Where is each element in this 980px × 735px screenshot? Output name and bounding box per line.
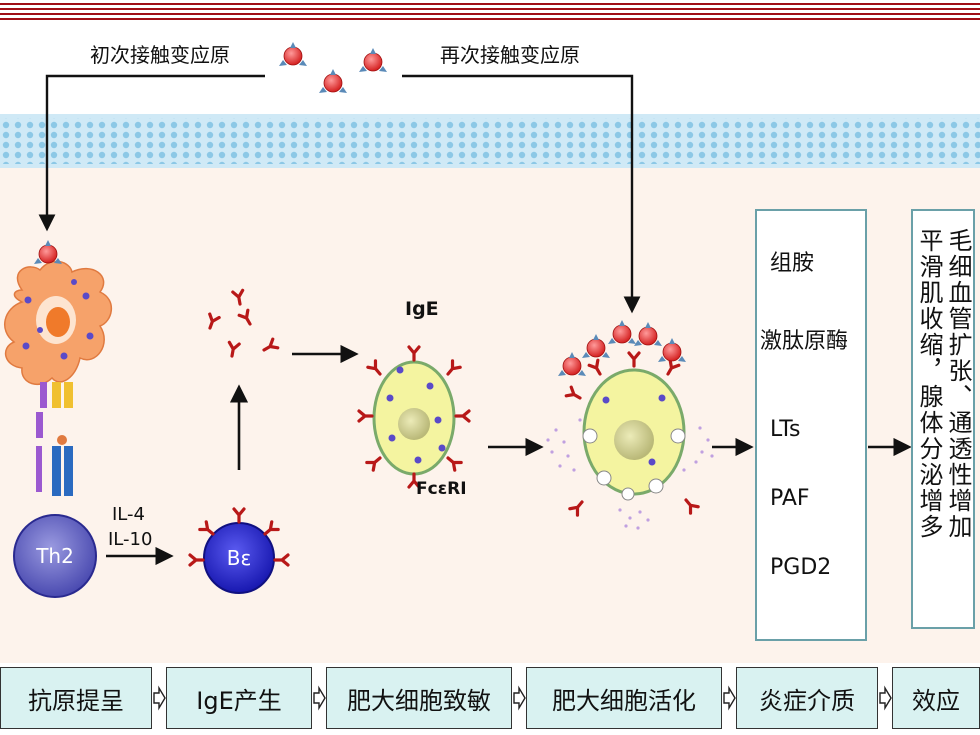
header-stripes bbox=[0, 3, 980, 20]
stage-label: 效应 bbox=[912, 686, 960, 715]
il10-label: IL-10 bbox=[108, 529, 152, 550]
effects-box bbox=[911, 209, 975, 629]
stage-label: 肥大细胞致敏 bbox=[347, 686, 491, 715]
th2-label: Th2 bbox=[35, 544, 74, 568]
stage-inflammatory-mediators: 炎症介质 bbox=[736, 667, 878, 729]
stage-mast-cell-sensitization: 肥大细胞致敏 bbox=[326, 667, 512, 729]
stage-effects: 效应 bbox=[892, 667, 980, 729]
antigen-presenting-cell bbox=[4, 260, 112, 386]
stage-label: 炎症介质 bbox=[759, 686, 855, 715]
effects-column-capillary: 毛细血管扩张、通透性增加 bbox=[944, 228, 972, 540]
second-contact-arrow bbox=[402, 74, 641, 314]
stage-antigen-presentation: 抗原提呈 bbox=[0, 667, 152, 729]
stage-label: 抗原提呈 bbox=[28, 686, 124, 715]
sensitized-mast-cell bbox=[357, 345, 471, 489]
first-contact-label: 初次接触变应原 bbox=[90, 43, 230, 67]
ige-label: IgE bbox=[405, 298, 439, 320]
stage-arrow-icon bbox=[723, 685, 736, 711]
stage-label: IgE产生 bbox=[196, 686, 282, 715]
mediators-box bbox=[755, 209, 867, 641]
allergen-icon bbox=[278, 41, 308, 67]
il4-label: IL-4 bbox=[112, 504, 145, 525]
mediator-item: PGD2 bbox=[770, 555, 831, 580]
stage-ige-production: IgE产生 bbox=[166, 667, 312, 729]
mediator-item: PAF bbox=[770, 486, 810, 511]
b-epsilon-label: Bε bbox=[227, 546, 252, 570]
mediator-item: LTs bbox=[770, 417, 801, 442]
fc-receptor-label: FcεRⅠ bbox=[416, 479, 467, 499]
stage-label: 肥大细胞活化 bbox=[552, 686, 696, 715]
activated-mast-cell bbox=[546, 351, 714, 530]
mediator-item: 组胺 bbox=[770, 251, 814, 276]
effects-column-smooth-muscle: 平滑肌收缩，腺体分泌增多 bbox=[915, 228, 943, 540]
stage-arrow-icon bbox=[313, 685, 326, 711]
th2-cell bbox=[13, 514, 97, 598]
stage-arrow-icon bbox=[513, 685, 526, 711]
allergen-icon bbox=[358, 47, 388, 73]
membrane-beads bbox=[0, 118, 980, 164]
second-contact-label: 再次接触变应原 bbox=[440, 43, 580, 67]
stage-arrow-icon bbox=[879, 685, 892, 711]
stage-arrow-icon bbox=[153, 685, 166, 711]
mediator-item: 激肽原酶 bbox=[760, 329, 848, 354]
allergen-icon bbox=[318, 68, 348, 94]
stage-row: 抗原提呈 IgE产生 肥大细胞致敏 肥大细胞活化 炎症介质 效应 bbox=[0, 663, 980, 735]
stage-mast-cell-activation: 肥大细胞活化 bbox=[526, 667, 722, 729]
type1-hypersensitivity-diagram: 初次接触变应原 再次接触变应原 Th2 IL-4 IL-10 B bbox=[0, 3, 980, 663]
mhc-tcr-complex bbox=[36, 382, 73, 496]
first-contact-arrow bbox=[38, 74, 265, 232]
